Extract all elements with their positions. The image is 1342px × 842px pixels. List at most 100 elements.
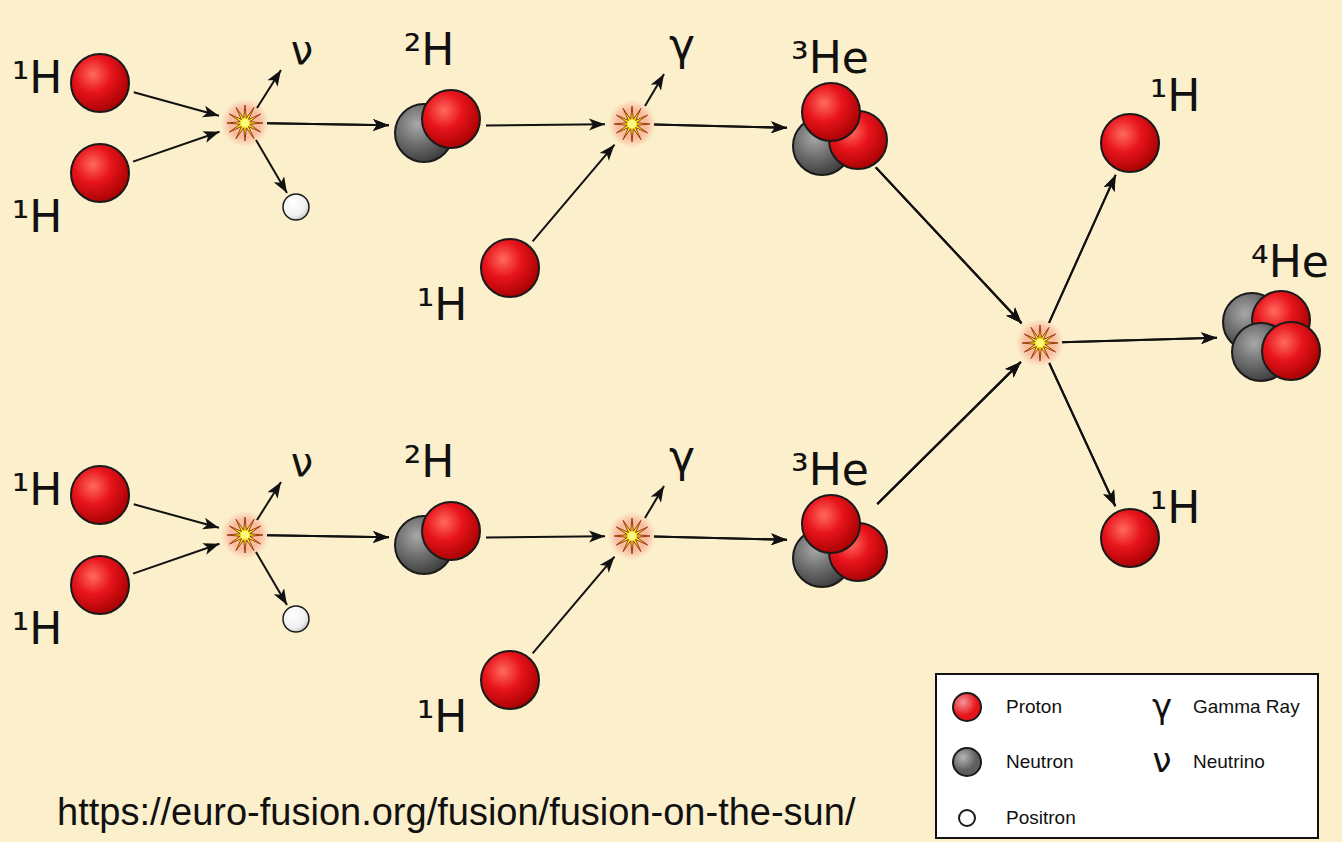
reaction-burst <box>221 99 269 147</box>
reaction-connector-group <box>877 362 1115 506</box>
nucleus-drawing <box>69 142 131 204</box>
reaction-connector-group <box>486 118 787 130</box>
reaction-connector-group <box>877 338 1217 504</box>
arrowhead <box>600 145 615 161</box>
arrowhead <box>1005 362 1021 378</box>
reaction-connector-group <box>486 530 787 542</box>
reaction-arrow <box>133 123 389 161</box>
arrowhead <box>600 557 615 573</box>
nucleus-drawing <box>791 81 889 177</box>
legend-swatch <box>958 809 976 827</box>
proton-particle <box>1262 322 1320 380</box>
gamma-symbol: γ <box>669 435 695 479</box>
nucleus-drawing <box>69 464 131 526</box>
gamma-symbol: γ <box>669 23 695 67</box>
proton-particle <box>481 239 539 297</box>
reaction-arrow <box>134 92 389 125</box>
reaction-connector-group <box>877 175 1115 504</box>
isotope-label: ¹H <box>12 56 63 100</box>
proton-nucleus: ¹H <box>69 142 131 204</box>
arrowhead <box>1006 307 1021 323</box>
proton-nucleus: ¹H <box>479 649 541 711</box>
reaction-arrow <box>533 125 787 242</box>
nucleus-drawing <box>791 493 889 589</box>
reaction-connector-group <box>876 167 1116 323</box>
nucleus-drawing <box>479 649 541 711</box>
deuterium-nucleus: ²H <box>393 88 482 164</box>
reaction-connector-group <box>133 535 389 573</box>
reaction-arrow <box>133 535 389 573</box>
isotope-label: ¹H <box>12 468 63 512</box>
proton-nucleus: ¹H <box>1099 507 1161 569</box>
arrowhead <box>202 106 219 118</box>
reaction-burst <box>608 512 656 560</box>
isotope-label: ²H <box>404 28 455 72</box>
neutrino-arrow <box>257 70 281 108</box>
isotope-label: ¹H <box>12 195 63 239</box>
nucleus-drawing <box>479 237 541 299</box>
proton-nucleus: ¹H <box>1099 112 1161 174</box>
isotope-label: ⁴He <box>1251 240 1329 284</box>
positron-particle <box>283 606 309 632</box>
legend-swatch <box>952 747 982 777</box>
positron-arrow <box>256 552 287 605</box>
legend-gamma-symbol: γ <box>1152 689 1172 723</box>
positron-arrow <box>256 140 287 193</box>
isotope-label: ³He <box>791 36 869 80</box>
isotope-label: ³He <box>791 448 869 492</box>
nucleus-drawing <box>393 500 482 576</box>
gamma-arrow <box>645 486 664 518</box>
legend-neutrino: Neutrino <box>1193 752 1265 773</box>
reaction-arrow <box>533 537 787 654</box>
reaction-burst <box>221 511 269 559</box>
legend-gamma: Gamma Ray <box>1193 697 1300 718</box>
reaction-connector-group <box>876 167 1116 506</box>
reaction-arrow <box>877 175 1115 504</box>
proton-particle <box>802 83 860 141</box>
proton-nucleus: ¹H <box>69 554 131 616</box>
proton-particle <box>71 556 129 614</box>
proton-particle <box>481 651 539 709</box>
isotope-label: ¹H <box>417 283 468 327</box>
nucleus-drawing <box>1099 112 1161 174</box>
proton-particle <box>71 466 129 524</box>
arrowhead <box>202 131 219 142</box>
legend-neutrino-symbol: ν <box>1153 743 1172 777</box>
reaction-arrow <box>877 362 1115 506</box>
nucleus-drawing <box>1221 289 1322 383</box>
reaction-arrow <box>877 338 1217 504</box>
proton-particle <box>71 144 129 202</box>
reaction-burst <box>608 100 656 148</box>
reaction-connector-group <box>533 125 787 242</box>
isotope-label: ¹H <box>1150 74 1201 118</box>
arrowhead <box>589 530 605 542</box>
arrowhead <box>202 518 219 530</box>
reaction-connector-group <box>134 504 389 537</box>
isotope-label: ¹H <box>1150 486 1201 530</box>
reaction-connector-group <box>876 167 1217 342</box>
proton-particle <box>422 90 480 148</box>
arrowhead <box>202 543 219 554</box>
gamma-arrow <box>645 74 664 106</box>
proton-particle <box>71 54 129 112</box>
isotope-label: ²H <box>404 440 455 484</box>
nucleus-drawing <box>69 52 131 114</box>
positron-particle <box>283 194 309 220</box>
nucleus-drawing <box>69 554 131 616</box>
legend-positron: Positron <box>1006 808 1076 829</box>
reaction-arrow <box>876 167 1116 323</box>
legend-swatch <box>952 692 982 722</box>
legend-box <box>936 674 1318 838</box>
source-url: https://euro-fusion.org/fusion/fusion-on… <box>57 793 855 831</box>
isotope-label: ¹H <box>417 695 468 739</box>
legend-neutron: Neutron <box>1006 752 1074 773</box>
reaction-arrow <box>876 167 1116 506</box>
reaction-arrow <box>134 504 389 537</box>
reaction-connector-group <box>533 537 787 654</box>
neutrino-symbol: ν <box>291 30 313 70</box>
reaction-connector-group <box>134 92 389 125</box>
helium4-nucleus: ⁴He <box>1221 289 1322 383</box>
legend-proton: Proton <box>1006 697 1062 718</box>
proton-particle <box>422 502 480 560</box>
